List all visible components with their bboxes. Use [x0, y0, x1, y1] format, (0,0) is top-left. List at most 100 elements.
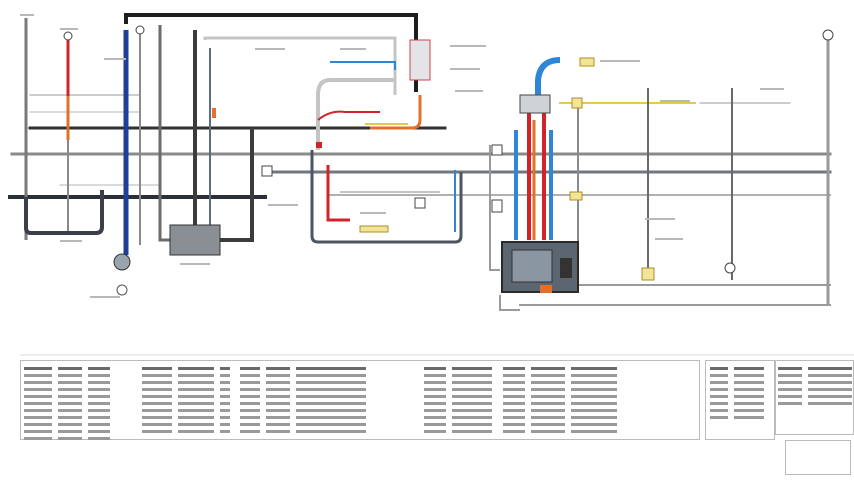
legend-table — [240, 366, 372, 436]
gauge-4 — [63, 31, 73, 41]
legend-cell — [142, 395, 172, 399]
legend-cell — [24, 409, 52, 413]
legend-cell — [710, 367, 728, 371]
label-mark — [104, 58, 126, 60]
legend-cell — [88, 388, 110, 392]
legend-cell — [58, 388, 82, 392]
legend-cell — [778, 374, 802, 378]
legend-cell — [240, 367, 260, 371]
center-lightgray-path — [316, 78, 395, 150]
legend-row — [710, 401, 770, 408]
legend-cell — [778, 388, 802, 392]
legend-cell — [178, 395, 214, 399]
legend-cell — [734, 416, 764, 420]
legend-cell — [808, 402, 852, 406]
legend-row — [24, 436, 116, 443]
legend-cell — [296, 416, 366, 420]
legend-cell — [424, 388, 446, 392]
gauge-2 — [822, 29, 834, 41]
valve-yellow-2 — [641, 267, 655, 281]
legend-cell — [808, 381, 852, 385]
legend-frame-right — [705, 360, 775, 440]
legend-cell — [571, 423, 617, 427]
legend-cell — [266, 423, 290, 427]
legend-cell — [24, 402, 52, 406]
legend-cell — [220, 409, 230, 413]
legend-cell — [734, 367, 764, 371]
label-mark — [760, 88, 784, 90]
legend-cell — [240, 423, 260, 427]
label-mark — [450, 68, 480, 70]
legend-cell — [220, 374, 230, 378]
legend-cell — [503, 381, 525, 385]
legend-row — [710, 380, 770, 387]
legend-cell — [58, 416, 82, 420]
valve-small-4 — [491, 199, 503, 213]
legend-cell — [296, 381, 366, 385]
title-block-small — [785, 440, 851, 475]
legend-row — [424, 401, 498, 408]
legend-cell — [58, 430, 82, 434]
legend-row — [710, 415, 770, 422]
legend-cell — [503, 402, 525, 406]
legend-cell — [178, 374, 214, 378]
valve-small-1 — [261, 165, 273, 177]
legend-cell — [710, 416, 728, 420]
legend-table — [424, 366, 498, 436]
label-mark — [60, 240, 82, 242]
legend-row — [24, 380, 116, 387]
legend-row — [503, 366, 623, 373]
legend-row — [240, 373, 372, 380]
boiler-side-panel — [560, 258, 572, 278]
legend-cell — [240, 416, 260, 420]
legend-table — [503, 366, 623, 436]
legend-cell — [24, 381, 52, 385]
legend-cell — [296, 395, 366, 399]
legend-cell — [424, 395, 446, 399]
legend-row — [778, 394, 854, 401]
legend-cell — [452, 374, 492, 378]
legend-row — [24, 429, 116, 436]
legend-row — [424, 422, 498, 429]
valve-yellow-4 — [359, 225, 389, 233]
legend-cell — [24, 430, 52, 434]
legend-row — [142, 394, 236, 401]
legend-cell — [142, 423, 172, 427]
legend-cell — [778, 381, 802, 385]
legend-row — [503, 415, 623, 422]
blue-curved-supply — [535, 57, 561, 110]
legend-cell — [296, 402, 366, 406]
legend-row — [24, 373, 116, 380]
legend-cell — [710, 388, 728, 392]
legend-row — [142, 408, 236, 415]
legend-cell — [531, 381, 565, 385]
legend-row — [710, 366, 770, 373]
legend-cell — [503, 395, 525, 399]
legend-row — [240, 408, 372, 415]
label-mark — [455, 90, 483, 92]
legend-cell — [503, 416, 525, 420]
legend-row — [424, 415, 498, 422]
legend-row — [240, 422, 372, 429]
legend-cell — [452, 367, 492, 371]
legend-row — [142, 387, 236, 394]
legend-cell — [24, 423, 52, 427]
legend-cell — [424, 381, 446, 385]
center-red-diag — [317, 110, 380, 121]
legend-cell — [142, 430, 172, 434]
legend-row — [503, 401, 623, 408]
legend-cell — [266, 367, 290, 371]
legend-cell — [24, 437, 52, 441]
blue-tie — [330, 61, 396, 70]
left-vertical-lines — [24, 18, 141, 255]
legend-cell — [424, 402, 446, 406]
legend-row — [142, 429, 236, 436]
equipment-symbols — [63, 25, 834, 296]
legend-table — [24, 366, 116, 443]
legend-cell — [452, 409, 492, 413]
label-mark — [600, 60, 640, 62]
legend-cell — [296, 388, 366, 392]
legend-cell — [424, 430, 446, 434]
valve-yellow-3 — [569, 191, 583, 201]
